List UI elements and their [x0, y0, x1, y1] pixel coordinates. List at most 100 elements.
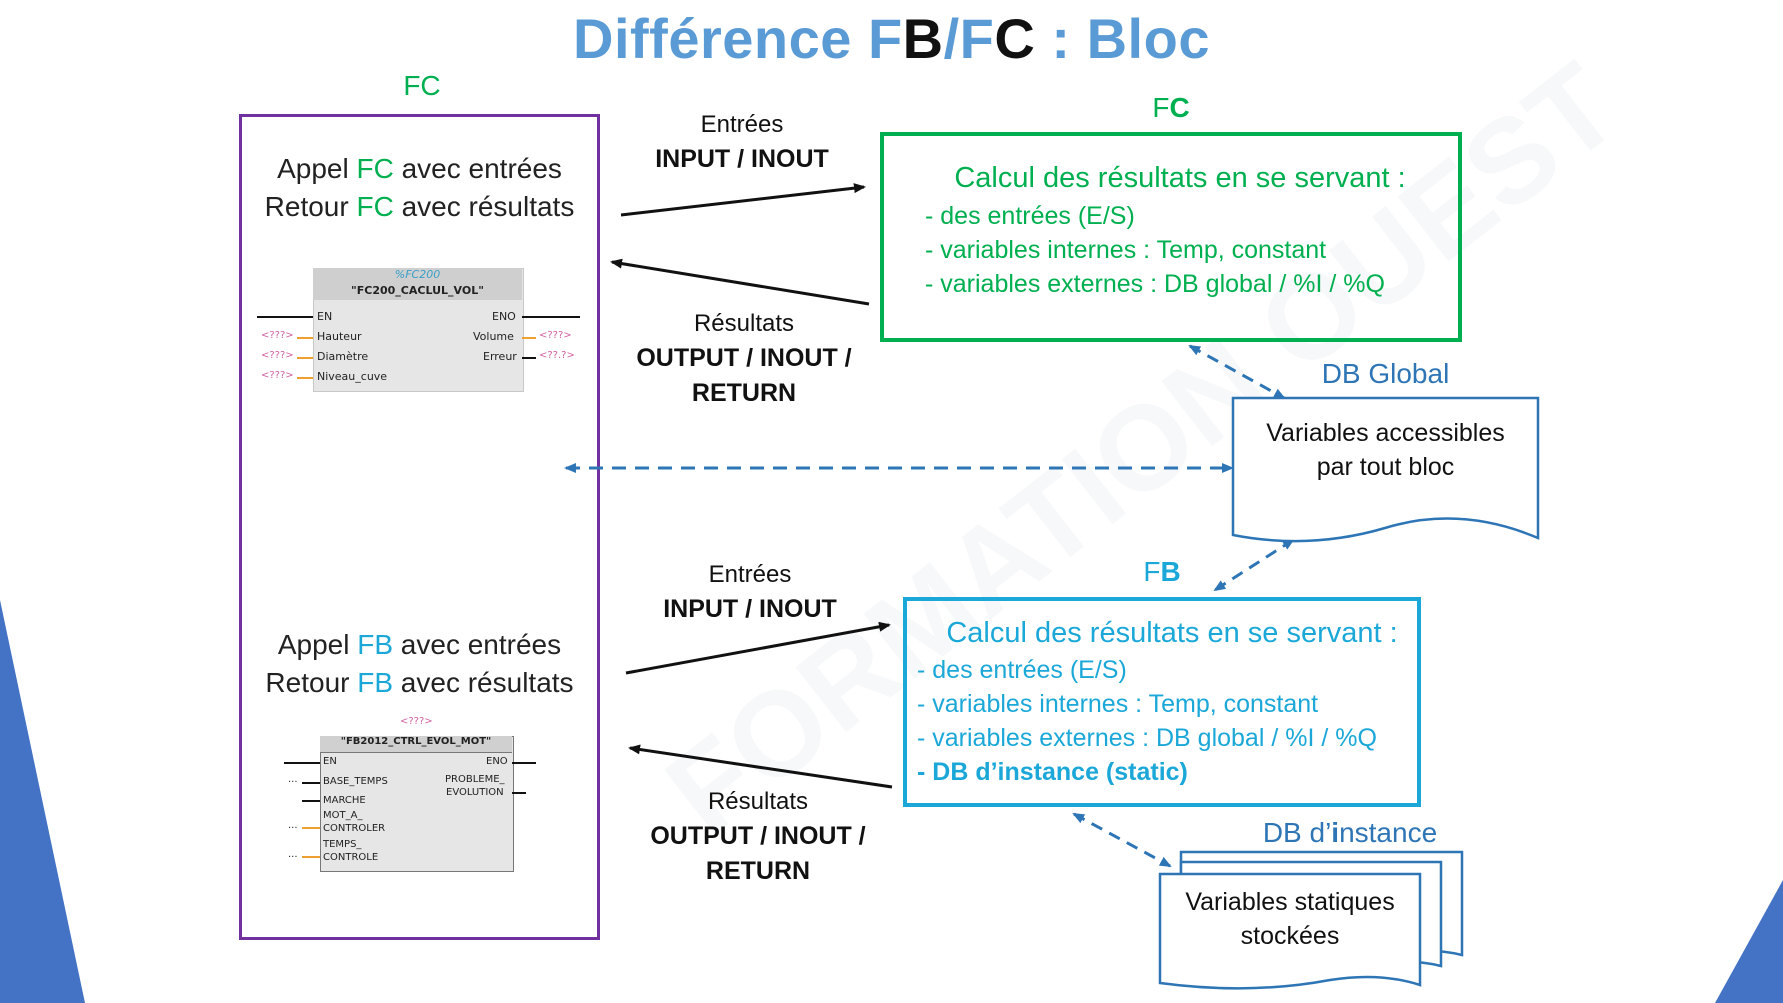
fc-output-placeholder-1[interactable]: <???>	[539, 330, 572, 341]
fb-input-label: Entrées INPUT / INOUT	[628, 558, 872, 627]
fc-call-line2: Retour FC avec résultats	[264, 191, 575, 222]
fb-en-wire	[284, 762, 320, 764]
fc-block-header	[313, 268, 522, 300]
left-corner-triangle	[0, 600, 85, 1003]
fb-box-line-1: - des entrées (E/S)	[917, 656, 1127, 684]
fb-input-controler: CONTROLER	[323, 823, 386, 834]
fb-input-wire-3	[302, 827, 320, 829]
fb-en-label: EN	[323, 756, 337, 767]
fb-input-wire-4	[302, 856, 320, 858]
fb-input-dots-1[interactable]: ...	[288, 774, 298, 785]
fb-input-temps: TEMPS_	[323, 839, 362, 850]
fc-input-wire-3	[297, 377, 313, 379]
fb-input-wire-1	[302, 782, 320, 784]
left-fc-label: FC	[403, 70, 441, 101]
fc-box-line-3: - variables externes : DB global / %I / …	[925, 270, 1385, 298]
fb-input-label-line1: Entrées	[708, 561, 792, 588]
fb-call-line1: Appel FB avec entrées	[277, 629, 562, 660]
fc-box-title: Calcul des résultats en se servant :	[954, 162, 1406, 194]
fc-input-wire-1	[297, 337, 313, 339]
db-global-line1: Variables accessibles	[1266, 419, 1505, 447]
fc-ladder-block: %FC200 "FC200_CACLUL_VOL" EN ENO <???> H…	[255, 268, 590, 392]
fb-output-evolution: EVOLUTION	[446, 787, 504, 798]
db-global-document-shape	[1231, 396, 1540, 543]
fc-output-volume: Volume	[473, 330, 514, 343]
fc-input-hauteur: Hauteur	[317, 330, 362, 343]
fc-output-erreur: Erreur	[483, 350, 517, 363]
fc-box	[880, 132, 1462, 342]
fb-block-body	[320, 736, 514, 872]
db-global-line2: par tout bloc	[1316, 453, 1455, 481]
fb-input-label-line2: INPUT / INOUT	[663, 595, 837, 623]
fb-db-global-link	[1213, 538, 1295, 592]
db-global-label: DB Global	[1321, 358, 1450, 389]
fb-input-controle: CONTROLE	[323, 852, 379, 863]
fc-box-lines: - des entrées (E/S) - variables internes…	[925, 199, 1385, 301]
right-corner-triangle	[1715, 880, 1783, 1003]
fb-output-label-line2: OUTPUT / INOUT /	[650, 822, 866, 850]
fb-call-text: Appel FB avec entrées Retour FB avec rés…	[239, 626, 600, 702]
db-instance-doc-front	[1158, 872, 1422, 990]
page-title: Différence FB/FC : Bloc	[573, 7, 1210, 70]
fb-output-label-line3: RETURN	[705, 857, 811, 885]
fb-output-probleme: PROBLEME_	[445, 774, 505, 785]
db-instance-label: DB d’instance	[1262, 817, 1438, 848]
fb-box-title: Calcul des résultats en se servant :	[946, 617, 1398, 649]
fc-box-line-1: - des entrées (E/S)	[925, 202, 1135, 230]
fc-input-label-line2: INPUT / INOUT	[655, 145, 829, 173]
fb-input-mot-a: MOT_A_	[323, 810, 363, 821]
fb-input-arrow	[625, 621, 891, 675]
fb-input-dots-4[interactable]: ...	[288, 849, 298, 860]
fb-output-label: Résultats OUTPUT / INOUT / RETURN	[628, 785, 888, 889]
fc-call-text: Appel FC avec entrées Retour FC avec rés…	[239, 150, 600, 226]
caller-panel	[239, 114, 600, 940]
fc-eno-wire	[522, 316, 580, 318]
fb-output-label-line1: Résultats	[707, 788, 809, 815]
fc-box-line-2: - variables internes : Temp, constant	[925, 236, 1327, 264]
fc-block-id: %FC200	[394, 268, 441, 281]
fc-input-label-line1: Entrées	[700, 111, 784, 138]
fc-input-diametre: Diamètre	[317, 350, 369, 363]
fc-db-global-link	[1188, 344, 1286, 400]
fb-box	[903, 597, 1421, 807]
fc-output-placeholder-2[interactable]: <??.?>	[539, 350, 575, 361]
fb-output-arrow	[628, 744, 893, 789]
fc-output-label: Résultats OUTPUT / INOUT / RETURN	[614, 307, 874, 411]
fb-instance-placeholder[interactable]: <???>	[400, 716, 433, 727]
fc-input-placeholder-3[interactable]: <???>	[261, 370, 294, 381]
fb-box-lines: - des entrées (E/S) - variables internes…	[917, 653, 1377, 789]
fc-output-wire-2	[522, 357, 536, 359]
fb-box-line-4: - DB d’instance (static)	[917, 758, 1188, 786]
fb-block-header	[320, 736, 512, 753]
db-global-text: Variables accessibles par tout bloc	[1233, 416, 1538, 484]
fc-input-arrow	[620, 183, 866, 217]
fb-input-dots-3[interactable]: ...	[288, 820, 298, 831]
db-instance-line2: stockées	[1240, 922, 1340, 950]
fb-box-line-2: - variables internes : Temp, constant	[917, 690, 1319, 718]
fc-en-label: EN	[317, 310, 333, 323]
fc-output-label-line1: Résultats	[693, 310, 795, 337]
db-instance-text: Variables statiques stockées	[1160, 885, 1420, 953]
fc-en-wire	[257, 316, 313, 318]
fb-ladder-block: <???> "FB2012_CTRL_EVOL_MOT" EN ENO ... …	[280, 714, 540, 874]
fb-input-base-temps: BASE_TEMPS	[323, 776, 388, 787]
fc-call-line1: Appel FC avec entrées	[277, 153, 562, 184]
fc-input-placeholder-2[interactable]: <???>	[261, 350, 294, 361]
fb-eno-wire	[512, 762, 536, 764]
fc-output-label-line2: OUTPUT / INOUT /	[636, 344, 852, 372]
fc-output-label-line3: RETURN	[691, 379, 797, 407]
fb-db-instance-link	[1072, 812, 1172, 868]
db-instance-line1: Variables statiques	[1185, 888, 1395, 916]
fb-box-label: FB	[1143, 556, 1181, 587]
fc-output-wire-1	[522, 337, 536, 339]
fc-input-wire-2	[297, 357, 313, 359]
fb-call-line2: Retour FB avec résultats	[265, 667, 574, 698]
fb-block-name: "FB2012_CTRL_EVOL_MOT"	[340, 736, 492, 747]
fb-eno-label: ENO	[486, 756, 508, 767]
fc-input-label: Entrées INPUT / INOUT	[620, 108, 864, 177]
fb-input-wire-2	[302, 800, 320, 802]
fc-input-placeholder-1[interactable]: <???>	[261, 330, 294, 341]
